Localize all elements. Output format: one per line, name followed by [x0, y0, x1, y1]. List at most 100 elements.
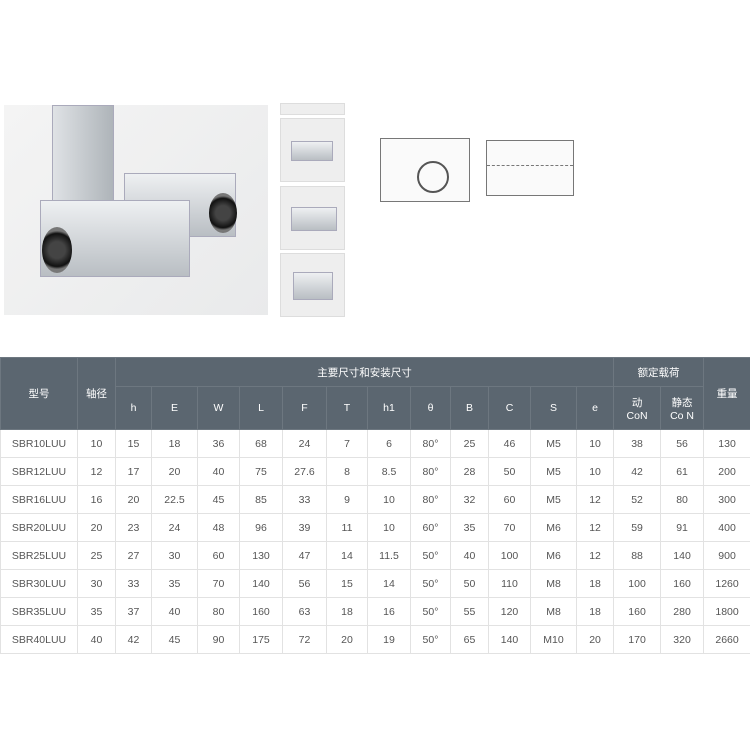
header-dim-2: W [197, 386, 240, 430]
table-cell: 32 [450, 485, 489, 514]
table-cell: 20 [115, 485, 152, 514]
table-cell: 12 [77, 457, 116, 486]
table-cell: 280 [660, 597, 705, 626]
table-cell: 400 [703, 513, 750, 542]
table-cell: 91 [660, 513, 705, 542]
table-cell: 8 [326, 457, 368, 486]
table-cell: 88 [613, 541, 662, 570]
table-cell: 37 [115, 597, 152, 626]
side-view-diagram [486, 140, 574, 196]
bore-outline [417, 161, 449, 193]
table-cell: 110 [488, 569, 531, 598]
bore-image [209, 193, 237, 233]
header-dim-7: θ [410, 386, 451, 430]
table-cell: 7 [326, 429, 368, 458]
table-cell: 38 [613, 429, 662, 458]
table-cell: 47 [282, 541, 327, 570]
table-cell: 30 [151, 541, 198, 570]
table-cell: 100 [613, 569, 662, 598]
load-unit: CoN [626, 409, 648, 422]
table-cell: 14 [326, 541, 368, 570]
header-dim-4: F [282, 386, 327, 430]
table-cell: 16 [367, 597, 411, 626]
table-cell: 50° [410, 541, 451, 570]
cross-section-diagram [380, 138, 470, 202]
table-cell: 30 [77, 569, 116, 598]
table-cell: 60 [488, 485, 531, 514]
thumbnail-block-image [291, 141, 333, 161]
table-cell: 40 [197, 457, 240, 486]
header-dim-5: T [326, 386, 368, 430]
table-cell: 160 [239, 597, 283, 626]
table-cell: 300 [703, 485, 750, 514]
table-cell: 24 [282, 429, 327, 458]
thumbnail-block-image [293, 272, 333, 300]
table-cell: 10 [367, 485, 411, 514]
header-dim-1: E [151, 386, 198, 430]
table-cell: 140 [488, 625, 531, 654]
table-cell: 23 [115, 513, 152, 542]
table-cell: 56 [660, 429, 705, 458]
table-cell: 1260 [703, 569, 750, 598]
header-dim-11: e [575, 386, 615, 430]
table-cell: 80° [410, 457, 451, 486]
header-load: 额定载荷 [613, 357, 705, 387]
table-cell: M6 [530, 541, 577, 570]
table-cell: 160 [660, 569, 705, 598]
thumbnail[interactable] [280, 103, 345, 115]
table-cell: 1800 [703, 597, 750, 626]
table-cell: 8.5 [367, 457, 411, 486]
table-cell: 27.6 [282, 457, 327, 486]
table-cell: 18 [575, 569, 615, 598]
table-cell: 9 [326, 485, 368, 514]
thumbnail[interactable] [280, 118, 345, 182]
bore-image [42, 227, 72, 273]
table-cell: 175 [239, 625, 283, 654]
table-cell: 170 [613, 625, 662, 654]
table-cell: M6 [530, 513, 577, 542]
table-cell: SBR40LUU [0, 625, 78, 654]
table-cell: 46 [488, 429, 531, 458]
table-cell: SBR10LUU [0, 429, 78, 458]
table-cell: 50° [410, 597, 451, 626]
table-cell: 33 [115, 569, 152, 598]
table-cell: 52 [613, 485, 662, 514]
table-cell: 25 [77, 541, 116, 570]
table-cell: 56 [282, 569, 327, 598]
table-cell: M5 [530, 485, 577, 514]
table-cell: 100 [488, 541, 531, 570]
table-cell: 39 [282, 513, 327, 542]
table-cell: 28 [450, 457, 489, 486]
table-cell: 2660 [703, 625, 750, 654]
table-cell: 24 [151, 513, 198, 542]
table-cell: 140 [239, 569, 283, 598]
table-cell: 55 [450, 597, 489, 626]
table-cell: 45 [197, 485, 240, 514]
table-cell: 70 [488, 513, 531, 542]
table-cell: 10 [575, 457, 615, 486]
table-cell: 900 [703, 541, 750, 570]
table-cell: 65 [450, 625, 489, 654]
table-cell: 140 [660, 541, 705, 570]
table-cell: 50 [450, 569, 489, 598]
table-cell: 90 [197, 625, 240, 654]
table-cell: SBR16LUU [0, 485, 78, 514]
table-cell: 45 [151, 625, 198, 654]
table-cell: 15 [326, 569, 368, 598]
table-cell: 20 [151, 457, 198, 486]
table-cell: 85 [239, 485, 283, 514]
table-cell: SBR35LUU [0, 597, 78, 626]
thumbnail[interactable] [280, 186, 345, 250]
table-cell: M5 [530, 457, 577, 486]
load-label: 静态 [671, 396, 693, 409]
thumbnail[interactable] [280, 253, 345, 317]
table-cell: 63 [282, 597, 327, 626]
table-cell: 14 [367, 569, 411, 598]
table-cell: SBR30LUU [0, 569, 78, 598]
table-cell: 130 [703, 429, 750, 458]
